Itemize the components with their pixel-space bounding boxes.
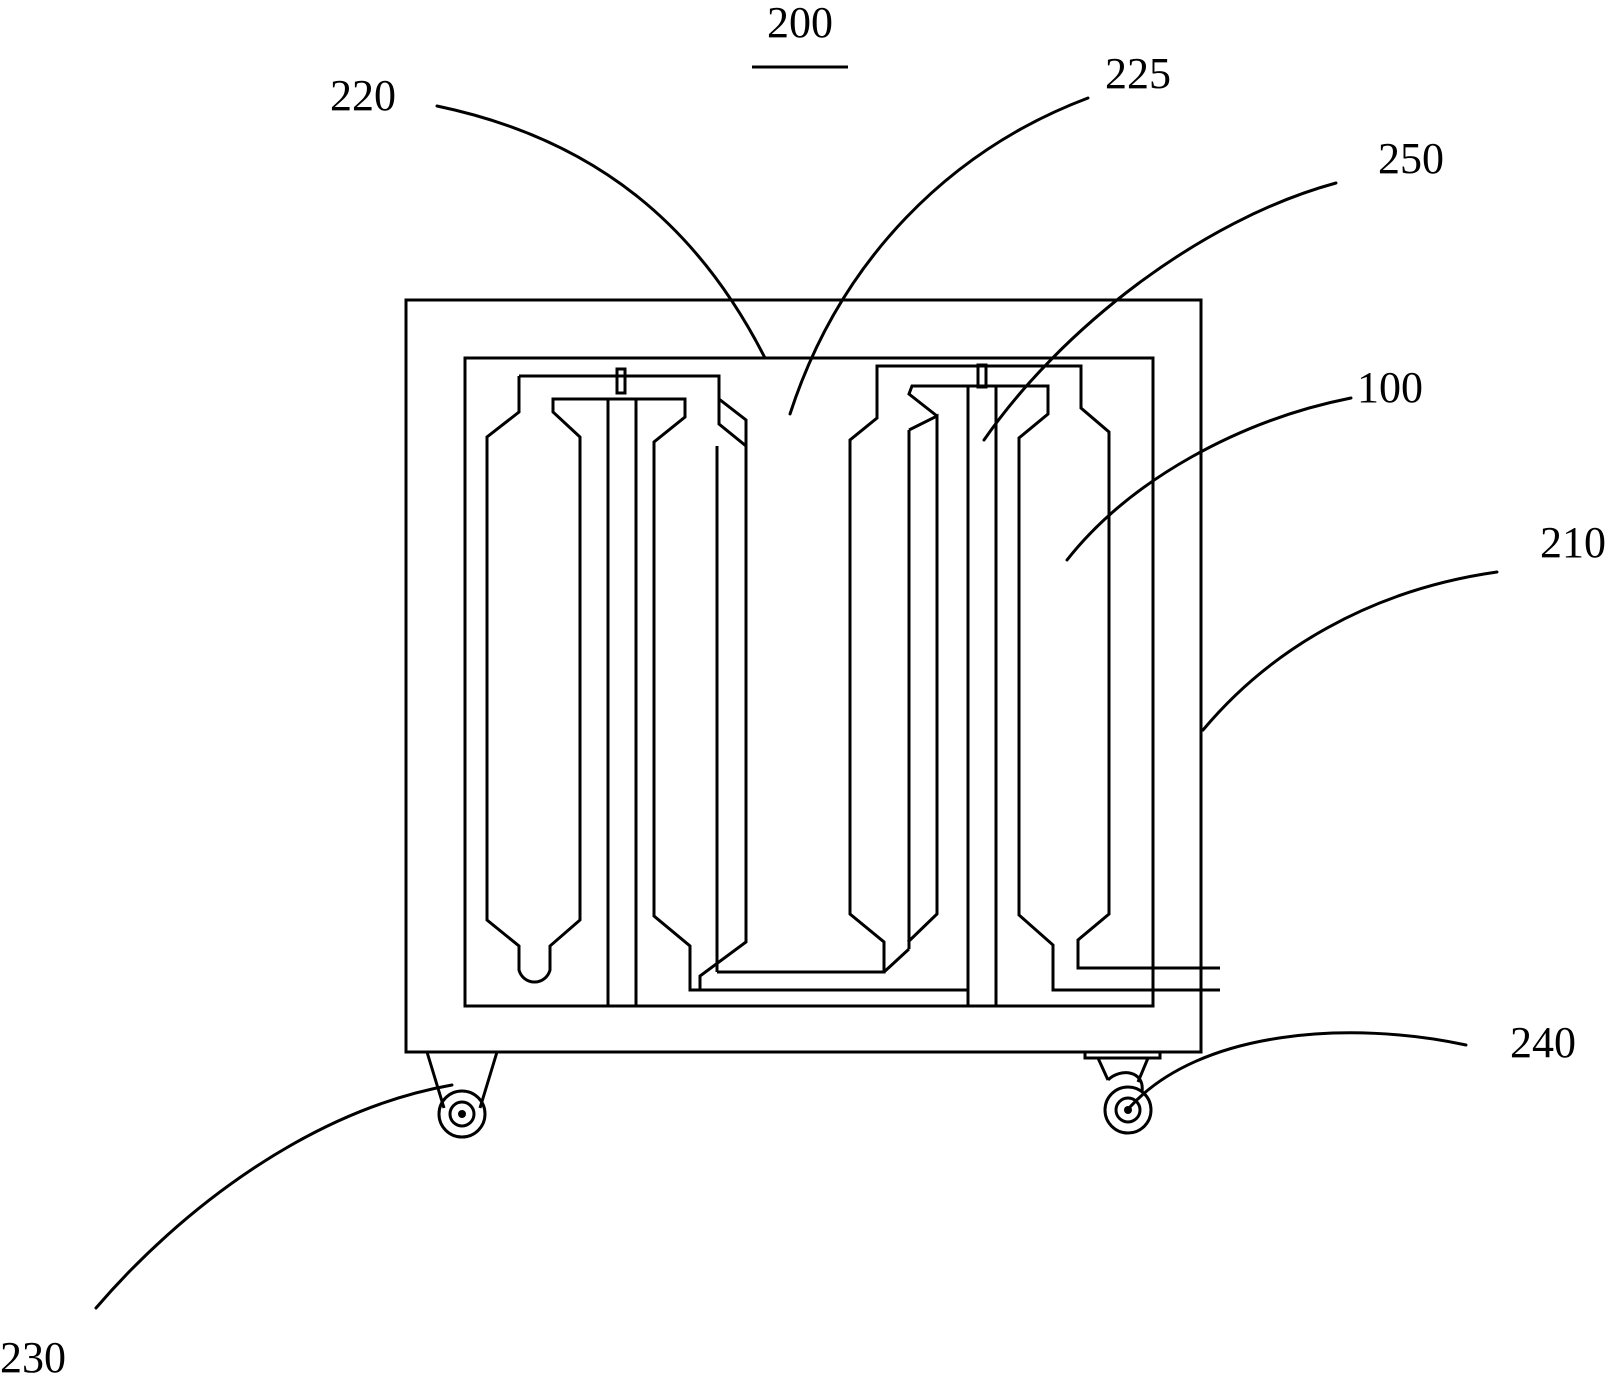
leader-250 bbox=[982, 181, 1338, 442]
left-bag-top bbox=[519, 374, 748, 990]
outer-cabinet bbox=[404, 298, 1203, 1054]
leader-100 bbox=[1065, 396, 1353, 562]
label-230: 230 bbox=[0, 1333, 66, 1382]
right-caster bbox=[1083, 1050, 1162, 1135]
left-bag bbox=[485, 376, 970, 992]
left-caster bbox=[422, 1050, 499, 1139]
figure-number-label: 200 bbox=[767, 0, 833, 47]
label-210: 210 bbox=[1540, 518, 1606, 567]
right-bag-inner bbox=[882, 413, 939, 974]
left-rod-cap bbox=[615, 367, 627, 395]
label-220: 220 bbox=[330, 71, 396, 120]
label-100: 100 bbox=[1357, 363, 1423, 412]
leader-240 bbox=[1128, 1031, 1468, 1109]
leader-210 bbox=[1201, 570, 1499, 732]
label-250: 250 bbox=[1378, 134, 1444, 183]
label-240: 240 bbox=[1510, 1018, 1576, 1067]
inner-frame bbox=[463, 356, 1155, 1008]
right-rod-cap bbox=[976, 363, 988, 389]
right-bag bbox=[907, 384, 1220, 992]
leader-230 bbox=[94, 1083, 454, 1310]
leader-225 bbox=[788, 96, 1090, 416]
leader-220 bbox=[435, 104, 767, 360]
label-225: 225 bbox=[1105, 49, 1171, 98]
